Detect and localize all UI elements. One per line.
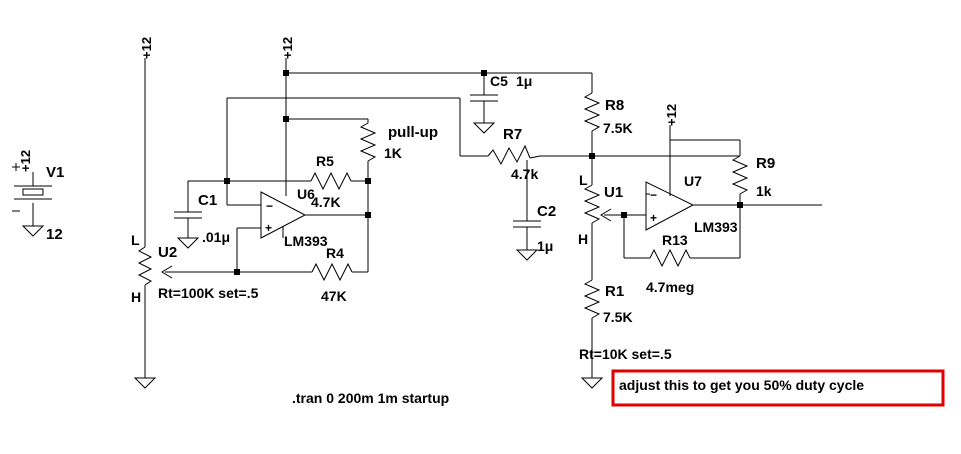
r5-name: R5	[316, 153, 334, 169]
u7-part: LM393	[694, 219, 738, 235]
u1-h-label: H	[578, 231, 588, 247]
u2-h-label: H	[131, 289, 141, 305]
u1-l-label: L	[579, 172, 588, 188]
r1-ground-icon	[580, 377, 604, 389]
pullup-name: pull-up	[388, 124, 438, 141]
c1-ground-icon	[176, 237, 200, 249]
v1-source	[12, 163, 52, 237]
r13-value: 4.7meg	[646, 279, 694, 295]
v1-supply-label: +12	[18, 150, 33, 172]
u2-potentiometer	[133, 58, 237, 389]
v1-name: V1	[46, 164, 64, 181]
r8-value: 7.5K	[603, 120, 633, 136]
r4-name: R4	[326, 245, 344, 261]
c5-name: C5	[490, 73, 508, 89]
r8-name: R8	[605, 97, 624, 114]
u7-circuit	[621, 125, 822, 268]
u7-name: U7	[684, 173, 702, 189]
r9-name: R9	[756, 155, 775, 172]
c1-name: C1	[198, 192, 217, 209]
v1-value: 12	[46, 226, 63, 243]
u7-minus: −	[650, 188, 657, 202]
r7-value: 4.7k	[511, 166, 538, 182]
u2-supply-label: +12	[139, 37, 154, 59]
c2-name: C2	[537, 203, 556, 220]
c2-value: 1μ	[537, 238, 553, 254]
u1-name: U1	[604, 184, 623, 201]
v1-ground-icon	[21, 225, 45, 237]
u6-supply-label: +12	[280, 37, 295, 59]
r9-value: 1k	[756, 183, 772, 199]
r13-name: R13	[662, 232, 688, 248]
u2-name: U2	[158, 244, 177, 261]
pullup-value: 1K	[384, 145, 402, 161]
u7-supply-label: +12	[664, 104, 679, 126]
r1-value: 7.5K	[603, 309, 633, 325]
r1-name: R1	[605, 283, 624, 300]
divider-circuit	[487, 92, 740, 389]
r5-value: 4.7K	[311, 194, 341, 210]
c5-ground-icon	[472, 122, 496, 134]
u7-plus: +	[650, 211, 657, 225]
u6-part: LM393	[284, 233, 328, 249]
u2-params: Rt=100K set=.5	[158, 285, 259, 301]
u6-minus: −	[266, 199, 273, 213]
r4-value: 47K	[321, 288, 347, 304]
c1-value: .01μ	[202, 229, 230, 245]
u6-name: U6	[297, 186, 315, 202]
tran-directive[interactable]: .tran 0 200m 1m startup	[292, 390, 449, 406]
c2-ground-icon	[515, 249, 539, 261]
u6-circuit	[174, 58, 593, 282]
u6-plus: +	[265, 221, 272, 235]
u2-ground-icon	[133, 377, 157, 389]
note-text: adjust this to get you 50% duty cycle	[619, 377, 864, 393]
u1-params: Rt=10K set=.5	[579, 346, 672, 362]
note-box	[611, 369, 945, 407]
c5-value: 1μ	[516, 73, 532, 89]
r7-name: R7	[503, 126, 522, 143]
u2-l-label: L	[131, 232, 140, 248]
